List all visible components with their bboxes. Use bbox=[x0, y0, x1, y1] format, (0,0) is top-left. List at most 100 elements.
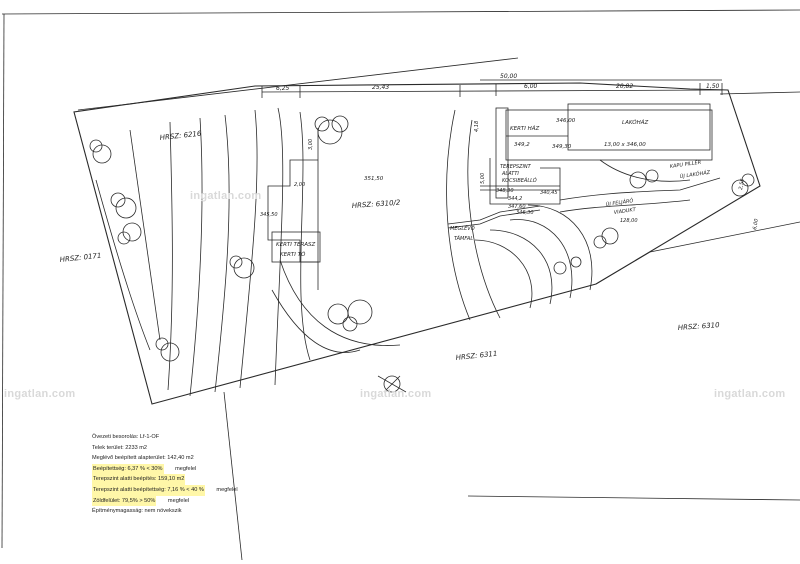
elev-5-00: 5,00 bbox=[480, 173, 486, 184]
tree-symbol bbox=[629, 169, 659, 189]
legend-line: Meglévő beépített alapterület: 142,40 m2 bbox=[92, 455, 194, 462]
contour-line bbox=[446, 109, 471, 321]
elev-347-60: 347,60 bbox=[508, 204, 526, 210]
label-lakohaz: LAKÓHÁZ bbox=[622, 119, 649, 126]
north-arrow-icon bbox=[377, 375, 407, 393]
label-kapu-piller: KAPU PILLÉR bbox=[669, 158, 701, 170]
legend-line: Terepszint alatti beépítettség: 7,16 % <… bbox=[92, 484, 292, 496]
legend-line: Beépítettség: 6,37 % < 30% megfelel bbox=[92, 463, 292, 475]
house-outline bbox=[505, 109, 713, 161]
elev-346-30: 346,30 bbox=[516, 210, 534, 216]
retaining-wall bbox=[447, 209, 541, 229]
label-kocsibeallo: KOCSIBEÁLLÓ bbox=[502, 177, 537, 184]
house-outline bbox=[495, 107, 509, 199]
dim-d4: 20,82 bbox=[616, 83, 633, 90]
label-hrsz-left: HRSZ: 0171 bbox=[59, 252, 101, 264]
elev-349-3: 349,30 bbox=[552, 144, 572, 150]
dim-small-a: 3,00 bbox=[308, 139, 314, 150]
contour-line bbox=[95, 179, 151, 351]
driveway bbox=[559, 177, 721, 201]
label-hrsz-center: HRSZ: 6310/2 bbox=[352, 199, 402, 210]
label-megleve: MEGLÉVŐ bbox=[450, 224, 475, 232]
contour-line bbox=[474, 239, 533, 309]
legend-highlight: Terepszint alatti beépítés: 159,10 m2 bbox=[92, 474, 186, 485]
building-outline bbox=[267, 159, 318, 263]
label-viadukt: VIADUKT bbox=[613, 207, 637, 216]
label-terepszint: TEREPSZINT bbox=[500, 164, 532, 170]
contour-line bbox=[467, 119, 501, 319]
elev-128: 128,00 bbox=[620, 218, 638, 224]
dim-d2: 25,43 bbox=[372, 84, 389, 91]
contour-line bbox=[214, 114, 230, 393]
legend-highlight: Zöldfelület: 79,5% > 50% bbox=[92, 495, 157, 507]
label-alatti: ALATTI bbox=[501, 171, 519, 177]
dim-d1: 6,25 bbox=[276, 85, 290, 92]
label-keri-to: KERTI TÓ bbox=[280, 251, 306, 258]
tree-symbol bbox=[327, 299, 373, 332]
frame-line bbox=[1, 13, 5, 549]
legend-line: Övezeti besorolás: Lf-1-OF bbox=[92, 434, 160, 440]
driveway bbox=[599, 159, 691, 182]
label-tamfal: TÁMFAL bbox=[454, 235, 473, 242]
tree-symbol bbox=[110, 192, 137, 219]
elev-346-00: 346,00 bbox=[556, 118, 576, 124]
contour-line bbox=[509, 219, 573, 299]
frame-line bbox=[1, 9, 800, 15]
dim-d5: 1,50 bbox=[706, 83, 720, 90]
boundary-line bbox=[223, 391, 243, 561]
elev-346: 13,00 x 346,00 bbox=[604, 142, 646, 148]
tree-symbol bbox=[593, 227, 619, 249]
elev-344-2: 344,2 bbox=[508, 196, 522, 202]
label-keri-terasz: KERTI TERASZ bbox=[276, 242, 316, 248]
dim-total: 50,00 bbox=[500, 73, 517, 80]
carport-outline bbox=[489, 158, 561, 205]
tree-symbol bbox=[117, 222, 142, 245]
label-hrsz-top: HRSZ: 6216 bbox=[159, 130, 202, 142]
contour-line bbox=[527, 204, 593, 291]
watermark-center: ingatlan.com bbox=[360, 388, 432, 400]
kerti-to-outline bbox=[271, 231, 321, 263]
label-hrsz-bottom: HRSZ: 6311 bbox=[455, 350, 497, 362]
legend-status: megfelel bbox=[175, 465, 197, 472]
dimension-line bbox=[261, 89, 723, 93]
legend-line: Telek terület: 2233 m2 bbox=[92, 444, 148, 451]
tree-symbol bbox=[553, 256, 582, 275]
label-hrsz-right: HRSZ: 6310 bbox=[678, 321, 721, 332]
tree-symbol bbox=[314, 115, 349, 145]
legend-highlight: Beépítettség: 6,37 % < 30% bbox=[92, 463, 164, 475]
watermark-right: ingatlan.com bbox=[714, 388, 786, 400]
retaining-wall bbox=[447, 205, 541, 225]
tree-symbol bbox=[89, 139, 112, 164]
site-data-legend: Övezeti besorolás: Lf-1-OF Telek terület… bbox=[92, 432, 292, 517]
label-uj-feljaro: ÚJ FELJÁRÓ bbox=[605, 197, 634, 208]
elev-345-50: 345,50 bbox=[260, 212, 278, 218]
watermark-top: ingatlan.com bbox=[190, 190, 262, 202]
boundary-line bbox=[719, 91, 800, 95]
elev-349-2: 349,2 bbox=[514, 142, 530, 148]
plot-boundary bbox=[73, 82, 761, 405]
elev-340-45: 340,45 bbox=[540, 190, 558, 196]
legend-status: megfelel bbox=[167, 497, 190, 504]
elev-351: 351,50 bbox=[364, 176, 384, 182]
contour-line bbox=[489, 229, 553, 305]
elev-348-2: 348,30 bbox=[496, 188, 514, 194]
label-kerti-haz: KERTI HÁZ bbox=[510, 125, 540, 132]
legend-line: Terepszint alatti beépítés: 159,10 m2 bbox=[92, 474, 292, 485]
tree-symbol bbox=[155, 337, 180, 362]
legend-line: Zöldfelület: 79,5% > 50% megfelel bbox=[92, 495, 292, 507]
contour-line bbox=[129, 129, 161, 341]
legend-line: Építménymagasság: nem növekszik bbox=[92, 508, 182, 515]
contour-line bbox=[271, 289, 361, 353]
dim-small-b: 2,55 bbox=[738, 178, 746, 190]
legend-status: megfelel bbox=[216, 486, 238, 493]
dim-d3: 6,00 bbox=[524, 83, 538, 90]
contour-line bbox=[279, 259, 401, 346]
elev-4-18: 4,18 bbox=[474, 121, 480, 132]
driveway bbox=[559, 199, 691, 213]
tree-symbol bbox=[229, 255, 255, 279]
contour-line bbox=[274, 107, 284, 386]
watermark-left: ingatlan.com bbox=[4, 388, 76, 400]
label-uj-lakohaz: ÚJ LAKÓHÁZ bbox=[679, 169, 711, 180]
elev-2-00: 2,00 bbox=[294, 182, 305, 188]
